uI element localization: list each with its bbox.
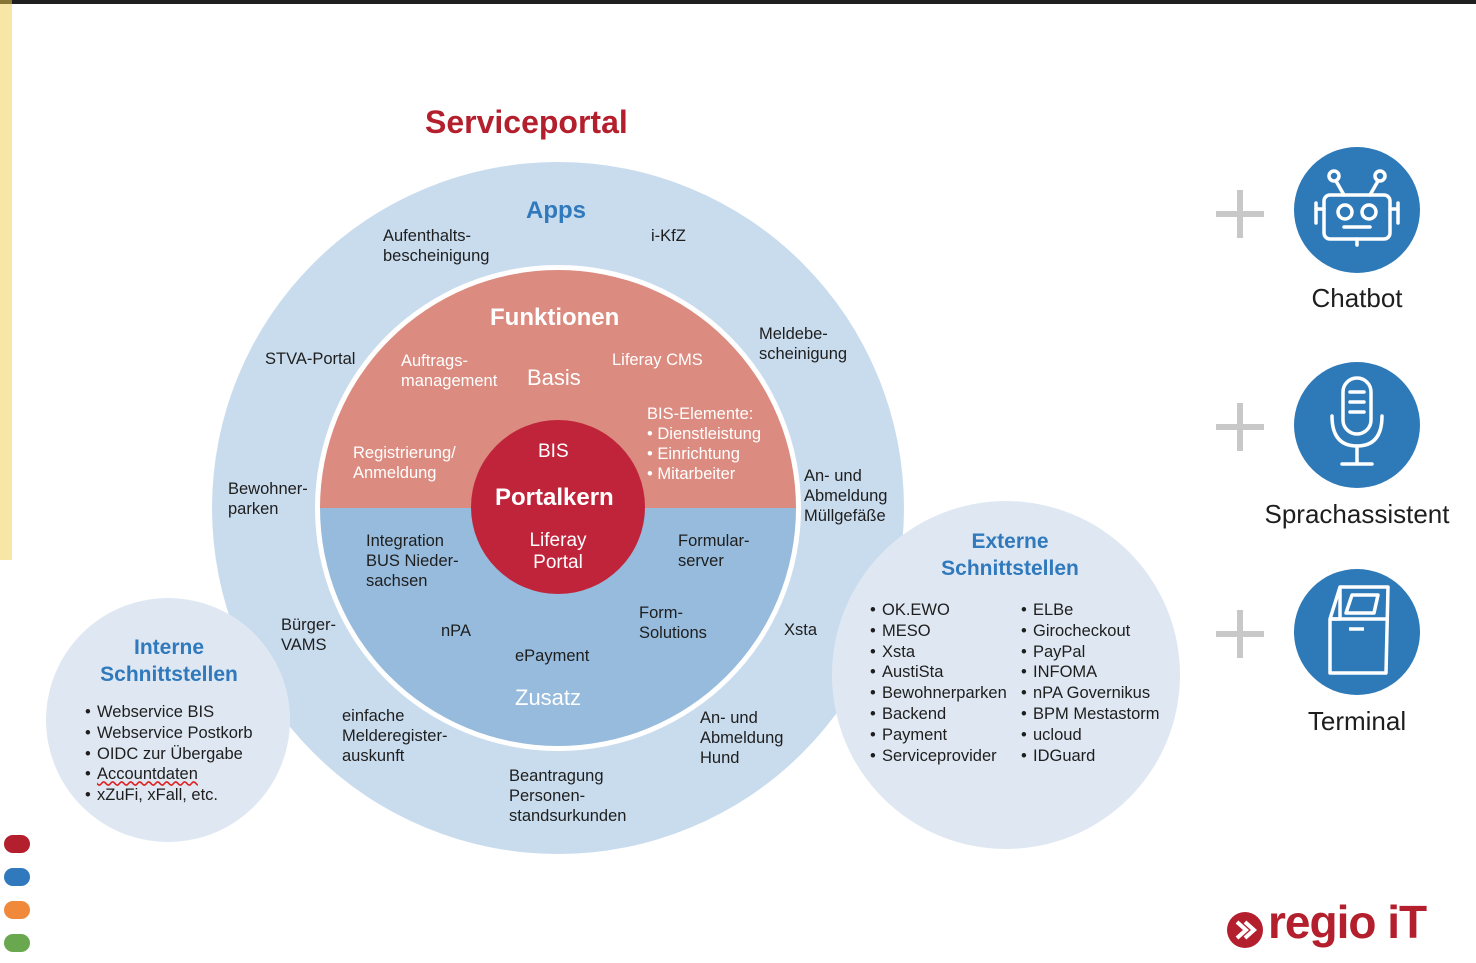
externe-item: Bewohnerparken: [870, 683, 1007, 704]
app-buerger-vams: Bürger- VAMS: [281, 616, 337, 654]
plus-icon: [1216, 190, 1264, 238]
basis-liferay-cms: Liferay CMS: [612, 351, 703, 369]
app-hund: An- und Abmeldung Hund: [700, 709, 784, 767]
robot-icon: [1314, 169, 1400, 247]
externe-item: IDGuard: [1021, 746, 1160, 767]
app-aufenthaltsbescheinigung: Aufenthalts- bescheinigung: [383, 227, 490, 265]
app-bewohnerparken: Bewohner- parken: [228, 480, 308, 518]
externe-item: AustiSta: [870, 662, 1007, 683]
portalkern-label: Portalkern: [495, 484, 614, 511]
pill-orange: [4, 901, 30, 919]
interne-item: xZuFi, xFall, etc.: [85, 785, 253, 806]
app-meldebescheinigung: Meldebe- scheinigung: [759, 325, 848, 363]
interne-item-text: Accountdaten: [97, 765, 198, 784]
zusatz-npa: nPA: [441, 622, 471, 640]
externe-list-col2: ELBe Girocheckout PayPal INFOMA nPA Gove…: [1021, 600, 1160, 766]
zusatz-formularserver: Formular- server: [678, 532, 750, 570]
externe-item: Serviceprovider: [870, 746, 1007, 767]
app-personenstandsurkunden: Beantragung Personen- standsurkunden: [509, 767, 627, 825]
funktionen-heading: Funktionen: [490, 304, 620, 331]
externe-item: PayPal: [1021, 642, 1160, 663]
logo-text: regio iT: [1268, 896, 1427, 948]
externe-item: MESO: [870, 621, 1007, 642]
sprachassistent-circle: [1294, 362, 1420, 488]
zusatz-integration-bus: Integration BUS Nieder- sachsen: [366, 532, 459, 590]
externe-item: ucloud: [1021, 725, 1160, 746]
externe-item: OK.EWO: [870, 600, 1007, 621]
chatbot-label: Chatbot: [1311, 283, 1403, 313]
portalkern-core: [471, 420, 645, 594]
basis-auftragsmanagement: Auftrags- management: [401, 352, 498, 390]
externe-item: Payment: [870, 725, 1007, 746]
plus-icon: [1216, 403, 1264, 451]
externe-item: Xsta: [870, 642, 1007, 663]
pill-blue: [4, 868, 30, 886]
zusatz-heading: Zusatz: [515, 685, 582, 710]
chatbot-circle: [1294, 147, 1420, 273]
externe-heading: Externe Schnittstellen: [941, 530, 1079, 580]
interne-item: Webservice Postkorb: [85, 723, 253, 744]
basis-bis-elemente: BIS-Elemente: • Dienstleistung • Einrich…: [647, 405, 762, 483]
page-title: Serviceportal: [425, 104, 628, 140]
interne-heading: Interne Schnittstellen: [100, 636, 238, 686]
basis-heading: Basis: [527, 365, 581, 390]
left-accent-strip: [0, 0, 12, 560]
app-muellgefaesse: An- und Abmeldung Müllgefäße: [804, 467, 888, 525]
terminal-circle: [1294, 569, 1420, 695]
pill-green: [4, 934, 30, 952]
pill-red: [4, 835, 30, 853]
zusatz-epayment: ePayment: [515, 647, 590, 665]
interne-item: Webservice BIS: [85, 702, 253, 723]
basis-registrierung: Registrierung/ Anmeldung: [353, 444, 456, 482]
terminal-kiosk-icon: [1328, 585, 1390, 675]
interne-list: Webservice BIS Webservice Postkorb OIDC …: [85, 702, 253, 806]
app-melderegisterauskunft: einfache Melderegister- auskunft: [342, 707, 448, 765]
terminal-label: Terminal: [1307, 706, 1407, 736]
externe-item: INFOMA: [1021, 662, 1160, 683]
bis-label: BIS: [538, 441, 569, 462]
externe-list-col1: OK.EWO MESO Xsta AustiSta Bewohnerparken…: [870, 600, 1007, 766]
top-border: [0, 0, 1476, 4]
zusatz-segment: [320, 508, 796, 746]
plus-icon: [1216, 610, 1264, 658]
interne-item-continuation: Accountdaten: [85, 764, 253, 785]
app-ikfz: i-KfZ: [651, 227, 686, 245]
externe-item: ELBe: [1021, 600, 1160, 621]
interne-item-text: xZuFi, xFall, etc.: [97, 786, 219, 805]
externe-item: nPA Governikus: [1021, 683, 1160, 704]
app-stva-portal: STVA-Portal: [265, 350, 356, 368]
sprachassistent-label: Sprachassistent: [1264, 499, 1450, 529]
logo-chevron-icon: [1227, 912, 1263, 948]
externe-item: Girocheckout: [1021, 621, 1160, 642]
app-xsta: Xsta: [784, 621, 818, 639]
externe-item: Backend: [870, 704, 1007, 725]
interne-item: OIDC zur Übergabe: [85, 744, 253, 765]
liferay-portal-label: Liferay Portal: [529, 530, 587, 573]
externe-item: BPM Mestastorm: [1021, 704, 1160, 725]
basis-segment: [320, 270, 796, 508]
zusatz-form-solutions: Form- Solutions: [639, 604, 707, 642]
apps-heading: Apps: [526, 197, 586, 224]
microphone-icon: [1330, 376, 1384, 466]
